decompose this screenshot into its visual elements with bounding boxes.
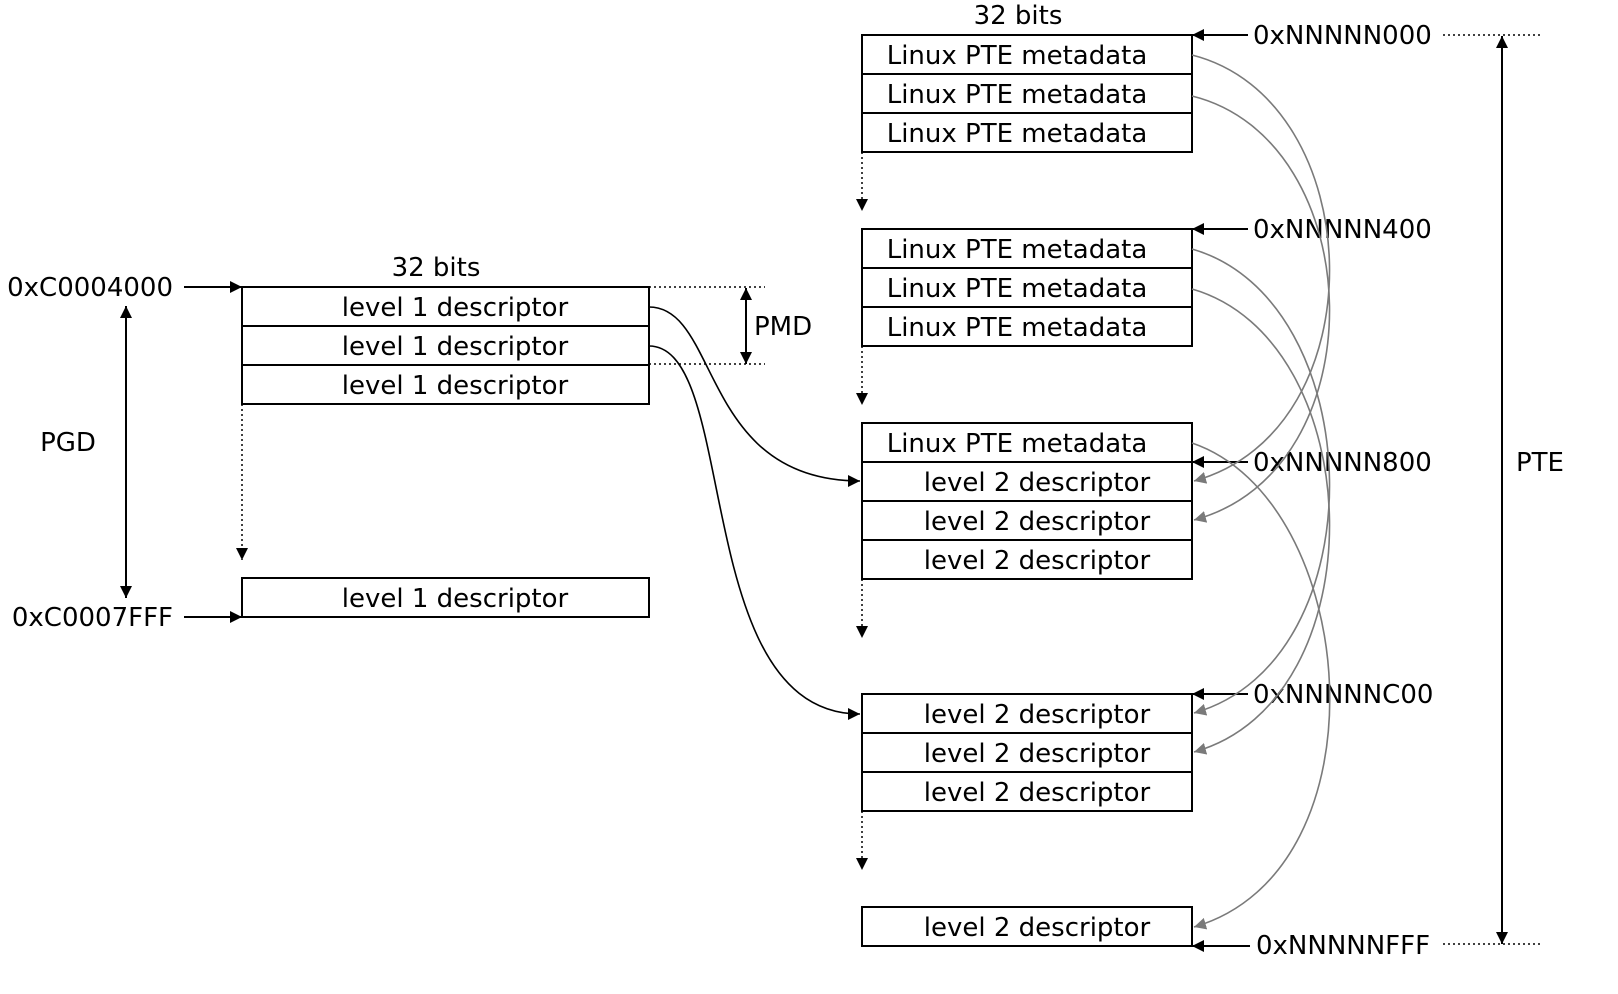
metadata-link-connector bbox=[1191, 442, 1331, 930]
pte-entry-label: level 2 descriptor bbox=[924, 546, 1151, 576]
pgd-last-entry: level 1 descriptor bbox=[241, 577, 650, 618]
pte-entry: Linux PTE metadata bbox=[861, 267, 1193, 308]
pte-address-label: 0xNNNNN400 bbox=[1253, 215, 1432, 245]
pgd-entry-label: level 1 descriptor bbox=[342, 371, 569, 401]
pte-entry: level 2 descriptor bbox=[861, 732, 1193, 773]
pte-table: Linux PTE metadata Linux PTE metadata Li… bbox=[861, 34, 1193, 947]
pte-address-label: 0xNNNNN000 bbox=[1253, 21, 1432, 51]
pte-entry: Linux PTE metadata bbox=[861, 73, 1193, 114]
pmd-label: PMD bbox=[754, 312, 812, 342]
pte-entry-label: level 2 descriptor bbox=[924, 468, 1151, 498]
pte-entry-label: level 2 descriptor bbox=[924, 739, 1151, 769]
pte-address-label: 0xNNNNNC00 bbox=[1253, 680, 1433, 710]
pte-entry: Linux PTE metadata bbox=[861, 228, 1193, 269]
pgd-to-pte-connector bbox=[648, 306, 861, 487]
pgd-entry-label: level 1 descriptor bbox=[342, 332, 569, 362]
pte-entry-label: Linux PTE metadata bbox=[887, 313, 1148, 343]
pgd-last-entry-label: level 1 descriptor bbox=[342, 584, 569, 614]
pte-entry: Linux PTE metadata bbox=[861, 112, 1193, 153]
pgd-start-address: 0xC0004000 bbox=[7, 273, 173, 303]
metadata-link-connector bbox=[1191, 95, 1331, 523]
pgd-width-label: 32 bits bbox=[392, 253, 481, 283]
pte-entry: level 2 descriptor bbox=[861, 539, 1193, 580]
pte-entry-label: level 2 descriptor bbox=[924, 913, 1151, 943]
pgd-entry: level 1 descriptor bbox=[241, 364, 650, 405]
pte-address-label: 0xNNNNN800 bbox=[1253, 448, 1432, 478]
pte-entry-label: Linux PTE metadata bbox=[887, 429, 1148, 459]
pte-entry: level 2 descriptor bbox=[861, 461, 1193, 502]
pte-entry: level 2 descriptor bbox=[861, 771, 1193, 812]
metadata-link-connector bbox=[1191, 248, 1331, 716]
pgd-end-address: 0xC0007FFF bbox=[12, 603, 173, 633]
pte-entry: level 2 descriptor bbox=[861, 500, 1193, 541]
pte-entry: Linux PTE metadata bbox=[861, 422, 1193, 463]
pte-entry: Linux PTE metadata bbox=[861, 34, 1193, 75]
pte-entry: Linux PTE metadata bbox=[861, 306, 1193, 347]
pgd-to-pte-connector bbox=[648, 345, 861, 720]
pgd-range-label: PGD bbox=[40, 428, 96, 458]
pte-entry-label: Linux PTE metadata bbox=[887, 119, 1148, 149]
pte-entry-label: Linux PTE metadata bbox=[887, 80, 1148, 110]
metadata-link-connector bbox=[1191, 54, 1331, 484]
pte-entry: level 2 descriptor bbox=[861, 906, 1193, 947]
pte-entry-label: level 2 descriptor bbox=[924, 778, 1151, 808]
pte-entry: level 2 descriptor bbox=[861, 693, 1193, 734]
pgd-entry: level 1 descriptor bbox=[241, 325, 650, 366]
pte-width-label: 32 bits bbox=[974, 1, 1063, 31]
pte-range-label: PTE bbox=[1516, 448, 1564, 478]
pte-entry-label: Linux PTE metadata bbox=[887, 274, 1148, 304]
pte-entry-label: Linux PTE metadata bbox=[887, 41, 1148, 71]
pgd-entry: level 1 descriptor bbox=[241, 286, 650, 327]
pte-entry-label: Linux PTE metadata bbox=[887, 235, 1148, 265]
pte-entry-label: level 2 descriptor bbox=[924, 700, 1151, 730]
metadata-link-connector bbox=[1191, 288, 1331, 755]
pgd-table: level 1 descriptor level 1 descriptor le… bbox=[241, 286, 650, 618]
pte-entry-label: level 2 descriptor bbox=[924, 507, 1151, 537]
pte-address-label: 0xNNNNNFFF bbox=[1256, 931, 1430, 961]
pgd-entry-label: level 1 descriptor bbox=[342, 293, 569, 323]
